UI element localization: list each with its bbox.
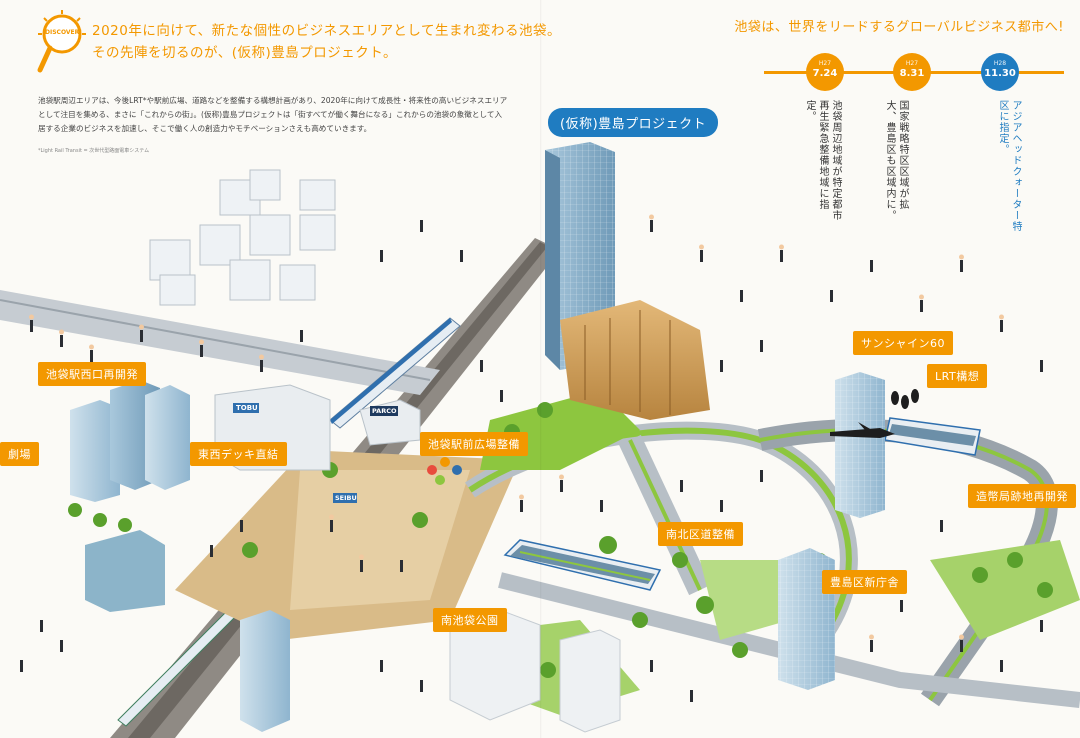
timeline-event-3-text: アジアヘッドクォーター特区に指定。 [997, 100, 1021, 232]
top-left-buildings [149, 169, 336, 306]
timeline-event-2-text: 国家戦略特区区域が拡大、豊島区も区域内に。 [884, 100, 908, 221]
label-station-plaza: 池袋駅前広場整備 [420, 432, 528, 456]
seibu-sign: SEIBU [335, 494, 357, 502]
timeline-title: 池袋は、世界をリードするグローバルビジネス都市へ! [734, 20, 1064, 35]
timeline-node-1-date: 7.24 [812, 68, 838, 79]
bottom-buildings [85, 530, 621, 733]
headline: 2020年に向けて、新たな個性のビジネスエリアとして生まれ変わる池袋。 その先陣… [92, 20, 561, 64]
label-toshima-project: (仮称)豊島プロジェクト [548, 108, 719, 137]
timeline-node-2-date: 8.31 [899, 68, 925, 79]
headline-line1: 2020年に向けて、新たな個性のビジネスエリアとして生まれ変わる池袋。 [92, 23, 562, 39]
discover-badge-text: DISCOVER! [45, 29, 82, 36]
timeline-node-2: H27 8.31 [893, 53, 931, 91]
label-sunshine60: サンシャイン60 [853, 331, 953, 355]
label-east-west-deck: 東西デッキ直結 [190, 442, 287, 466]
label-mint-bureau: 造幣局跡地再開発 [968, 484, 1076, 508]
ward-office-tower [778, 548, 835, 690]
toshima-project-tower [545, 142, 710, 420]
station-plaza [175, 450, 520, 640]
lrt-footnote: *Light Rail Transit = 次世代型路面電車システム [38, 148, 150, 154]
label-south-park: 南池袋公園 [433, 608, 507, 632]
commuter-train [117, 317, 461, 727]
timeline-node-3-year: H28 [993, 60, 1007, 67]
sunshine60-tower [835, 372, 885, 518]
timeline-node-2-year: H27 [905, 60, 919, 67]
timeline-node-3: H28 11.30 [981, 53, 1019, 91]
timeline-node-3-date: 11.30 [984, 68, 1016, 79]
discover-magnifier-icon [37, 10, 86, 73]
timeline-node-1: H27 7.24 [806, 53, 844, 91]
crowd-figures [20, 220, 1043, 702]
label-lrt-plan: LRT構想 [927, 364, 988, 388]
intro-paragraph: 池袋駅周辺エリアは、今後LRT*や駅前広場、道路などを整備する構想計画があり、2… [38, 96, 508, 133]
store-signs [233, 403, 398, 503]
crowd-heads [29, 214, 1004, 640]
lrt-tram-right [884, 417, 981, 456]
west-exit-buildings [70, 380, 190, 502]
penguin-icons [891, 389, 919, 409]
balloons [427, 457, 462, 485]
page-fold [540, 0, 542, 738]
timeline-event-1-text: 池袋周辺地域が特定都市再生緊急整備地域に指定。 [804, 100, 841, 221]
lrt-tram-center [503, 539, 662, 591]
headline-line2: その先陣を切るのが、(仮称)豊島プロジェクト。 [92, 45, 397, 61]
tobu-sign: TOBU [236, 404, 258, 412]
label-west-exit-redevelopment: 池袋駅西口再開発 [38, 362, 146, 386]
parco-sign: PARCO [372, 407, 397, 415]
label-north-south-road: 南北区道整備 [658, 522, 743, 546]
airplane-icon [830, 422, 895, 438]
label-ward-office: 豊島区新庁舎 [822, 570, 907, 594]
label-theater: 劇場 [0, 442, 39, 466]
timeline-node-1-year: H27 [818, 60, 832, 67]
